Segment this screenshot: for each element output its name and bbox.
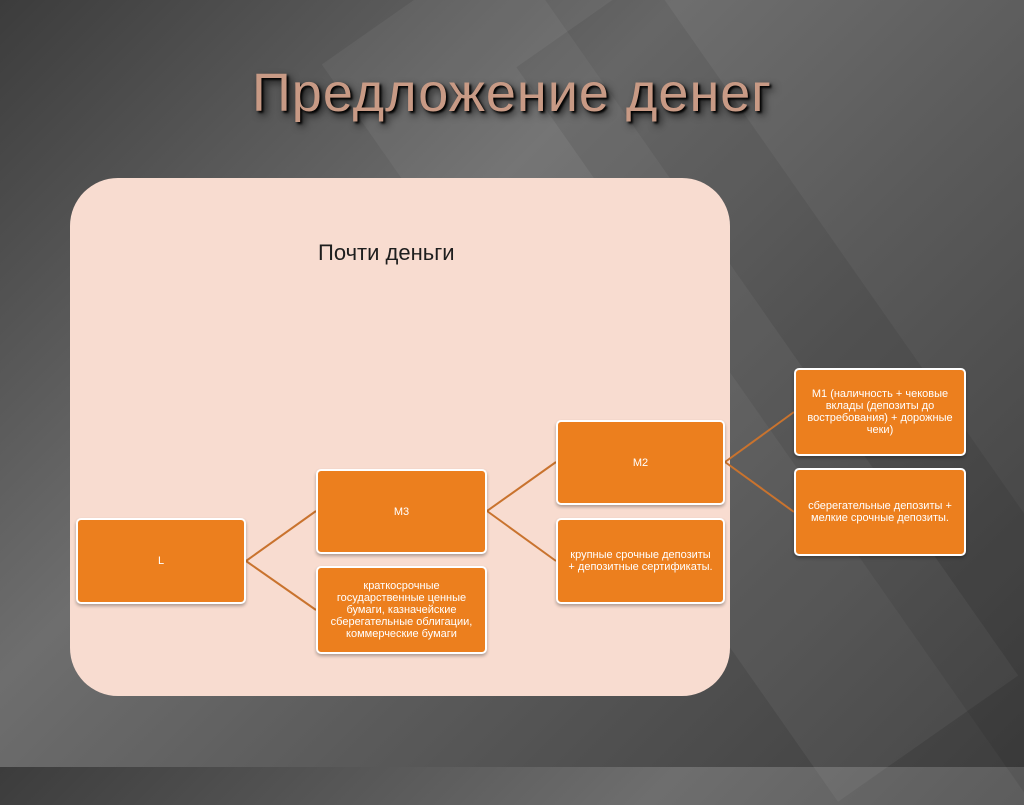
slide-title: Предложение денег bbox=[251, 63, 772, 123]
connector-m2-m1 bbox=[724, 411, 795, 463]
node-m2: M2 bbox=[556, 420, 725, 505]
connector-m2-savings bbox=[724, 461, 795, 513]
node-m3: M3 bbox=[316, 469, 487, 554]
node-savings-deposits: сберегательные депозиты + мелкие срочные… bbox=[794, 468, 966, 556]
panel-heading: Почти деньги bbox=[318, 240, 455, 265]
node-large-deposits: крупные срочные депозиты + депозитные се… bbox=[556, 518, 725, 604]
node-l: L bbox=[76, 518, 246, 604]
node-m1: M1 (наличность + чековые вклады (депозит… bbox=[794, 368, 966, 456]
node-short-term-securities: краткосрочные государственные ценные бум… bbox=[316, 566, 487, 654]
